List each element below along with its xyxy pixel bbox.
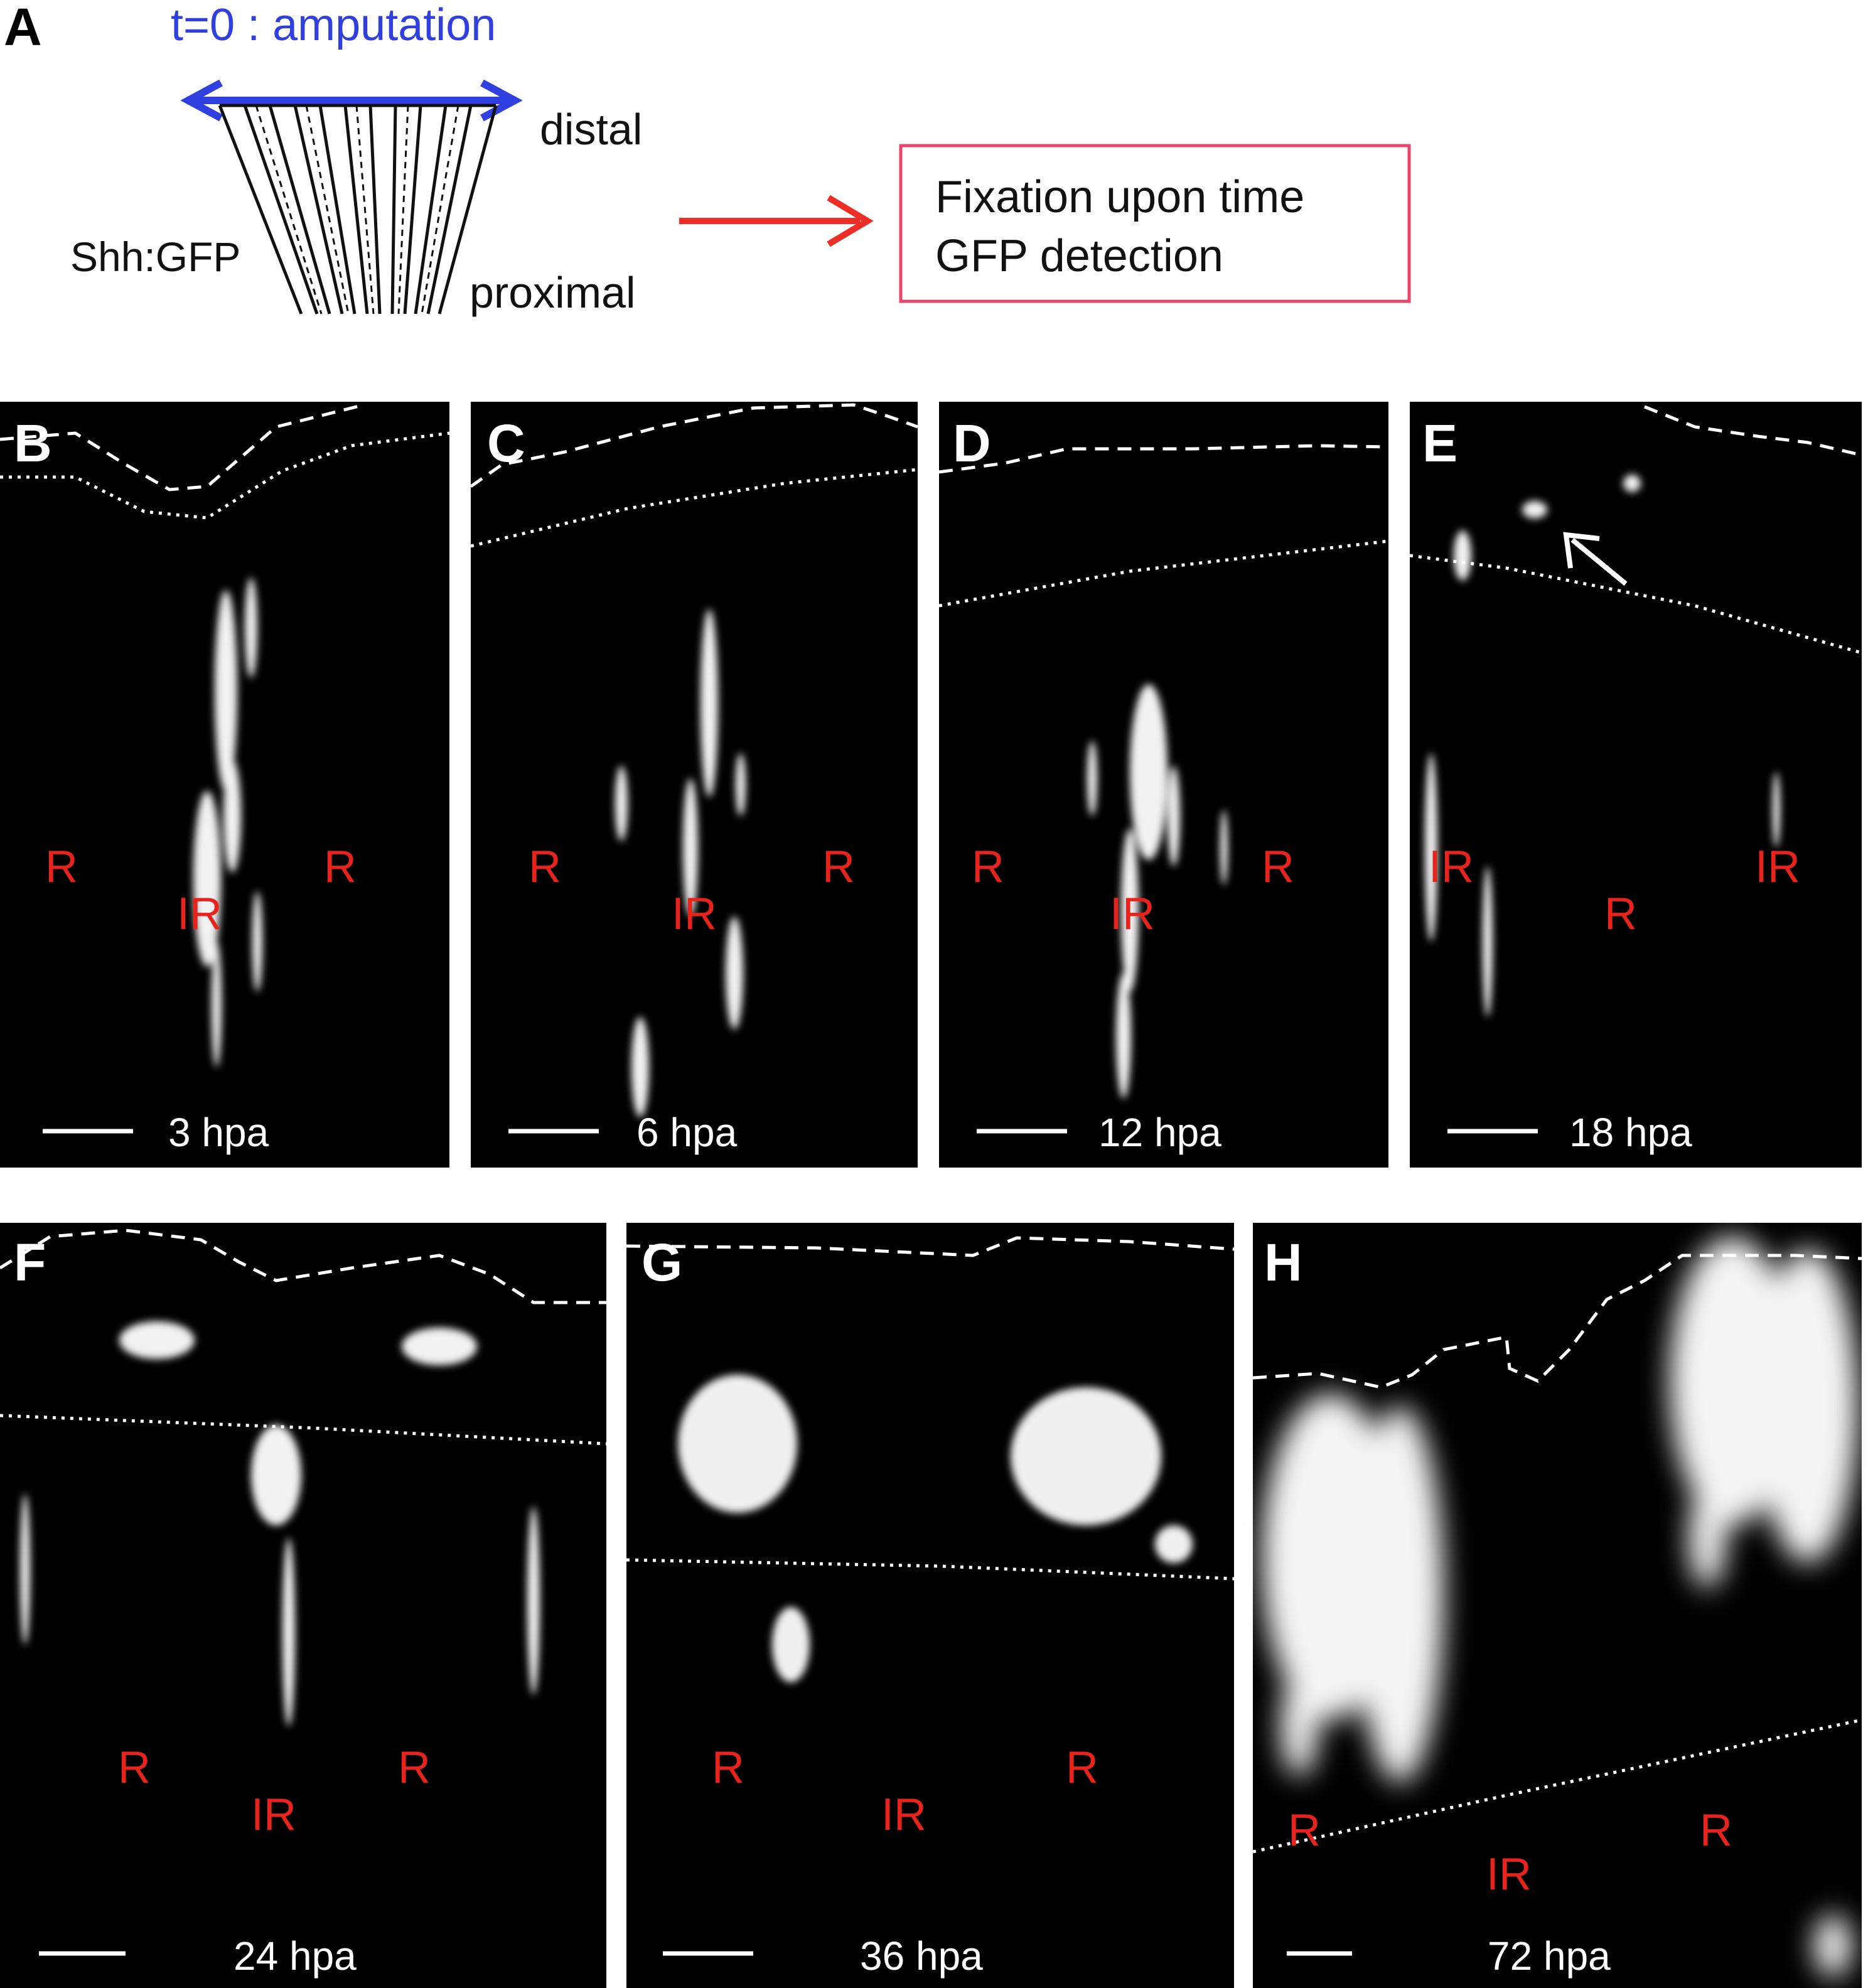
amputation-plane-line — [1252, 1718, 1862, 1854]
ray-label: R — [324, 842, 357, 892]
ray-label: R — [1604, 889, 1637, 939]
gfp-signal — [193, 578, 262, 1067]
amputation-plane-arrow — [180, 79, 523, 122]
ray-label: R — [972, 842, 1004, 892]
inter-ray-label: IR — [1755, 842, 1800, 892]
inter-ray-label: IR — [672, 889, 717, 939]
time-label: 3 hpa — [168, 1110, 269, 1155]
epidermis-outline — [0, 403, 365, 492]
inter-ray-label: IR — [1110, 889, 1155, 939]
panel-letter-a: A — [4, 0, 42, 56]
panel-d: D R IR R 12 hpa — [938, 402, 1389, 1168]
panel-letter-c: C — [487, 414, 525, 473]
ray-label: R — [712, 1743, 744, 1793]
micrograph-background — [626, 1223, 1234, 1988]
amputation-plane-line — [626, 1558, 1235, 1581]
inter-ray-label: IR — [251, 1790, 296, 1840]
panel-letter-b: B — [14, 414, 52, 473]
panel-letter-e: E — [1422, 414, 1457, 473]
time-label: 36 hpa — [860, 1933, 983, 1979]
ray-label: R — [822, 842, 855, 892]
gfp-signal — [20, 1321, 540, 1726]
amputation-label: t=0 : amputation — [171, 0, 496, 50]
panel-c: C R IR R 6 hpa — [470, 402, 918, 1168]
proximal-label: proximal — [470, 268, 636, 317]
ray-label: R — [118, 1743, 151, 1793]
panel-letter-g: G — [641, 1233, 682, 1292]
panel-f: F R IR R 24 hpa — [0, 1223, 607, 1988]
gfp-signal — [1262, 1237, 1858, 1977]
gfp-signal — [1425, 475, 1780, 1017]
epidermis-outline — [938, 444, 1389, 474]
panel-a: A t=0 : amputation — [4, 0, 1411, 317]
epidermis-outline — [1252, 1254, 1862, 1389]
result-box-line1: Fixation upon time — [935, 172, 1304, 222]
result-box: Fixation upon time GFP detection — [899, 144, 1411, 303]
panel-b: B R IR R 3 hpa — [0, 402, 450, 1168]
gfp-signal — [615, 609, 746, 1117]
time-label: 24 hpa — [234, 1933, 357, 1979]
panel-g: G R IR R 36 hpa — [626, 1223, 1235, 1988]
inter-ray-label: IR — [177, 889, 222, 939]
panel-letter-d: D — [953, 414, 991, 473]
amputation-plane-line — [0, 431, 450, 520]
ray-label: R — [1262, 842, 1294, 892]
time-label: 18 hpa — [1569, 1110, 1692, 1155]
result-box-line2: GFP detection — [935, 231, 1223, 281]
inter-ray-label: IR — [1486, 1849, 1532, 1899]
inter-ray-label: IR — [1429, 842, 1474, 892]
gfp-signal — [1087, 684, 1228, 1099]
epidermis-outline — [1644, 405, 1862, 457]
ray-label: R — [45, 842, 78, 892]
panel-letter-f: F — [14, 1233, 46, 1292]
amputation-plane-line — [938, 539, 1389, 608]
epidermis-outline — [626, 1236, 1235, 1257]
amputation-plane-line — [1409, 554, 1862, 655]
panel-h: H R IR R 72 hpa — [1252, 1223, 1862, 1988]
time-label: 6 hpa — [636, 1110, 738, 1155]
micrograph-background — [471, 402, 918, 1168]
inter-ray-label: IR — [881, 1790, 926, 1840]
ray-label: R — [398, 1743, 431, 1793]
reporter-label: Shh:GFP — [70, 234, 240, 280]
time-label: 72 hpa — [1488, 1933, 1611, 1979]
ray-label: R — [1700, 1805, 1732, 1856]
panel-letter-h: H — [1264, 1233, 1302, 1292]
time-label: 12 hpa — [1098, 1110, 1221, 1155]
ray-label: R — [1288, 1805, 1321, 1856]
epidermis-outline — [470, 403, 918, 488]
ray-label: R — [1066, 1743, 1098, 1793]
distal-label: distal — [540, 105, 642, 154]
micrograph-background — [0, 1223, 606, 1988]
epidermis-outline — [0, 1228, 606, 1304]
fin-schematic — [218, 104, 498, 314]
process-arrow — [679, 195, 874, 247]
panel-e: E IR R IR 18 hpa — [1409, 402, 1862, 1168]
arrow-icon — [1563, 532, 1628, 586]
ray-label: R — [529, 842, 561, 892]
amputation-plane-line — [470, 468, 918, 548]
gfp-signal — [678, 1375, 1193, 1682]
micrograph-background — [1410, 402, 1862, 1168]
